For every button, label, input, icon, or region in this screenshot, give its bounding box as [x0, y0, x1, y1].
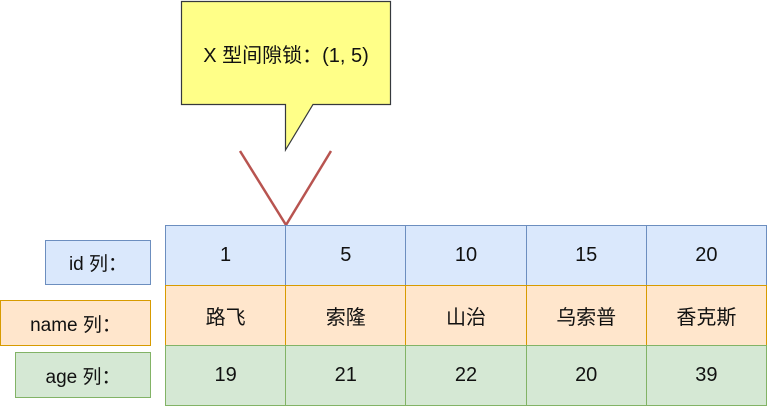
id-cell: 10 [405, 225, 527, 286]
age-cell: 19 [165, 345, 287, 406]
gap-lock-callout-text: X 型间隙锁：(1, 5) [203, 44, 369, 67]
name-column-label: name 列： [0, 300, 151, 346]
age-cell: 21 [285, 345, 407, 406]
id-cell: 1 [165, 225, 287, 286]
records-table: 1 5 10 15 20 路飞 索隆 山治 乌索普 香克斯 19 21 22 2… [165, 225, 767, 406]
age-cell: 20 [525, 345, 647, 406]
name-cell: 乌索普 [525, 285, 647, 346]
age-cell: 39 [645, 345, 767, 406]
id-column-label: id 列： [45, 240, 151, 285]
id-cell: 20 [645, 225, 767, 286]
name-cell: 路飞 [165, 285, 287, 346]
id-cell: 15 [525, 225, 647, 286]
name-cell: 山治 [405, 285, 527, 346]
name-cell: 索隆 [285, 285, 407, 346]
age-column-label: age 列： [15, 352, 151, 398]
name-cell: 香克斯 [645, 285, 767, 346]
id-cell: 5 [285, 225, 407, 286]
age-cell: 22 [405, 345, 527, 406]
